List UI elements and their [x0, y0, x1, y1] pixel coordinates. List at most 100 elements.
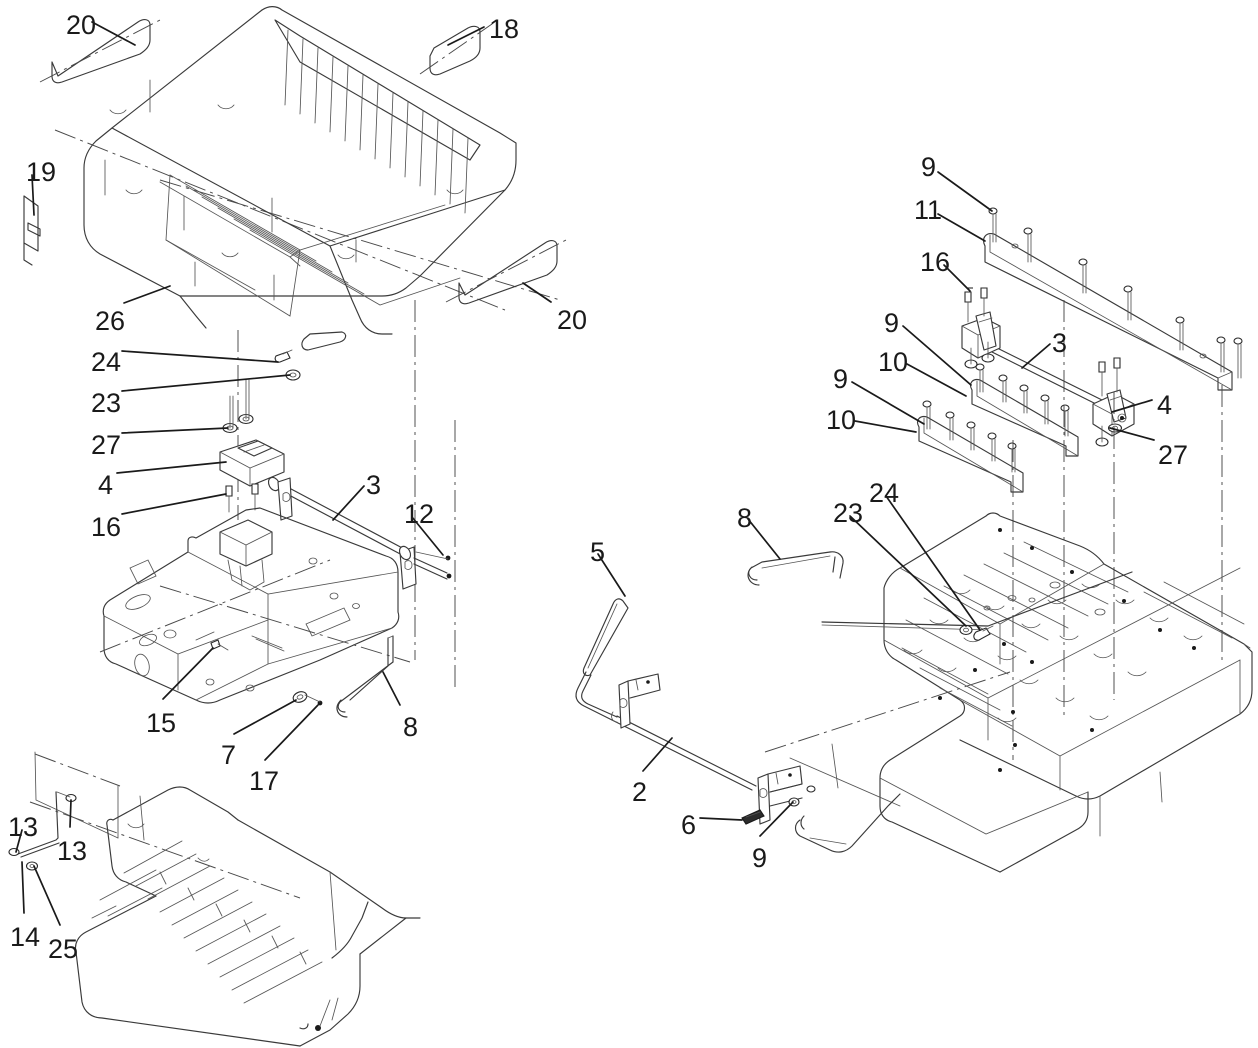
leader-line	[1111, 399, 1153, 413]
callout-number: 27	[91, 430, 121, 460]
leader-line	[121, 427, 229, 434]
callout-8: 8	[382, 671, 418, 742]
callout-9: 9	[752, 801, 794, 873]
callout-number: 9	[833, 364, 848, 394]
callout-9: 9	[884, 308, 972, 386]
callout-18: 18	[447, 14, 519, 46]
callout-9: 9	[921, 152, 993, 212]
rivets-upper	[988, 207, 1243, 379]
callout-number: 25	[48, 934, 78, 964]
leader-line	[1109, 427, 1155, 441]
callout-number: 4	[1157, 390, 1172, 420]
hopper-body-right	[764, 300, 1253, 873]
leader-line	[747, 518, 781, 560]
leader-line	[69, 799, 72, 828]
leader-line	[233, 699, 297, 735]
latch-rod-left	[267, 476, 452, 590]
callout-number: 10	[878, 347, 908, 377]
callout-20: 20	[66, 10, 136, 46]
callout-number: 15	[146, 708, 176, 738]
side-rail-11	[983, 207, 1243, 391]
leader-line	[937, 171, 993, 212]
callout-23: 23	[91, 374, 291, 418]
callout-13: 13	[57, 799, 87, 866]
callout-number: 9	[884, 308, 899, 338]
callout-number: 5	[590, 537, 605, 567]
callout-number: 8	[403, 712, 418, 742]
cross-rail-10-upper	[970, 363, 1079, 457]
callout-number: 23	[91, 388, 121, 418]
callout-16: 16	[920, 247, 971, 292]
callout-13: 13	[8, 812, 38, 853]
callout-4: 4	[1111, 390, 1172, 420]
callout-number: 24	[91, 347, 121, 377]
callout-10: 10	[826, 405, 917, 435]
callout-number: 20	[557, 305, 587, 335]
callout-12: 12	[404, 499, 444, 556]
leader-line	[597, 553, 626, 597]
callout-26: 26	[95, 285, 171, 336]
leader-line	[31, 174, 35, 216]
callout-number: 6	[681, 810, 696, 840]
callout-16: 16	[91, 493, 227, 542]
callout-24: 24	[869, 478, 981, 631]
callout-number: 13	[8, 812, 38, 842]
callout-number: 24	[869, 478, 899, 508]
hopper-cover-assembly	[54, 6, 561, 690]
callout-15: 15	[146, 647, 214, 738]
callout-5: 5	[590, 537, 626, 597]
callout-19: 19	[26, 157, 56, 216]
callout-number: 4	[98, 470, 113, 500]
callout-number: 26	[95, 306, 125, 336]
callout-number: 17	[249, 766, 279, 796]
leader-line	[116, 461, 227, 474]
callout-number: 14	[10, 922, 40, 952]
leader-line	[332, 485, 365, 521]
leader-line	[21, 861, 25, 914]
callout-7: 7	[221, 699, 297, 770]
callout-number: 16	[920, 247, 950, 277]
callout-number: 2	[632, 777, 647, 807]
leader-line	[885, 495, 981, 631]
callout-27: 27	[91, 427, 229, 460]
leader-line	[91, 21, 136, 46]
leader-line	[854, 420, 917, 433]
rod-hook-8-left	[336, 635, 394, 718]
leader-line	[849, 515, 967, 627]
callout-4: 4	[98, 461, 227, 500]
leader-line	[121, 374, 291, 392]
callout-number: 19	[26, 157, 56, 187]
leader-line	[382, 671, 401, 706]
callout-2: 2	[632, 737, 673, 807]
callout-number: 3	[366, 470, 381, 500]
leader-line	[759, 801, 794, 837]
leader-line	[447, 26, 485, 46]
callout-9: 9	[833, 364, 925, 425]
leader-line	[937, 213, 986, 242]
callout-3: 3	[1021, 328, 1067, 369]
latch-rod-right	[961, 287, 1135, 447]
callout-23: 23	[833, 498, 967, 627]
callout-number: 13	[57, 836, 87, 866]
leader-line	[123, 285, 171, 304]
leader-line	[411, 516, 444, 556]
callout-number: 9	[921, 152, 936, 182]
decals	[39, 19, 567, 305]
callout-11: 11	[914, 195, 986, 242]
callout-17: 17	[249, 704, 319, 796]
callout-number: 9	[752, 843, 767, 873]
leader-line	[699, 817, 743, 821]
callout-14: 14	[10, 861, 40, 952]
leader-line	[162, 647, 214, 700]
rod-hook-8-right	[747, 551, 844, 586]
callout-number: 8	[737, 503, 752, 533]
callout-number: 7	[221, 740, 236, 770]
callout-25: 25	[33, 865, 78, 964]
lower-chute-assembly	[8, 751, 421, 1047]
callout-number: 11	[914, 195, 942, 225]
leader-line	[902, 325, 972, 386]
left-hardware-stack	[219, 349, 301, 513]
